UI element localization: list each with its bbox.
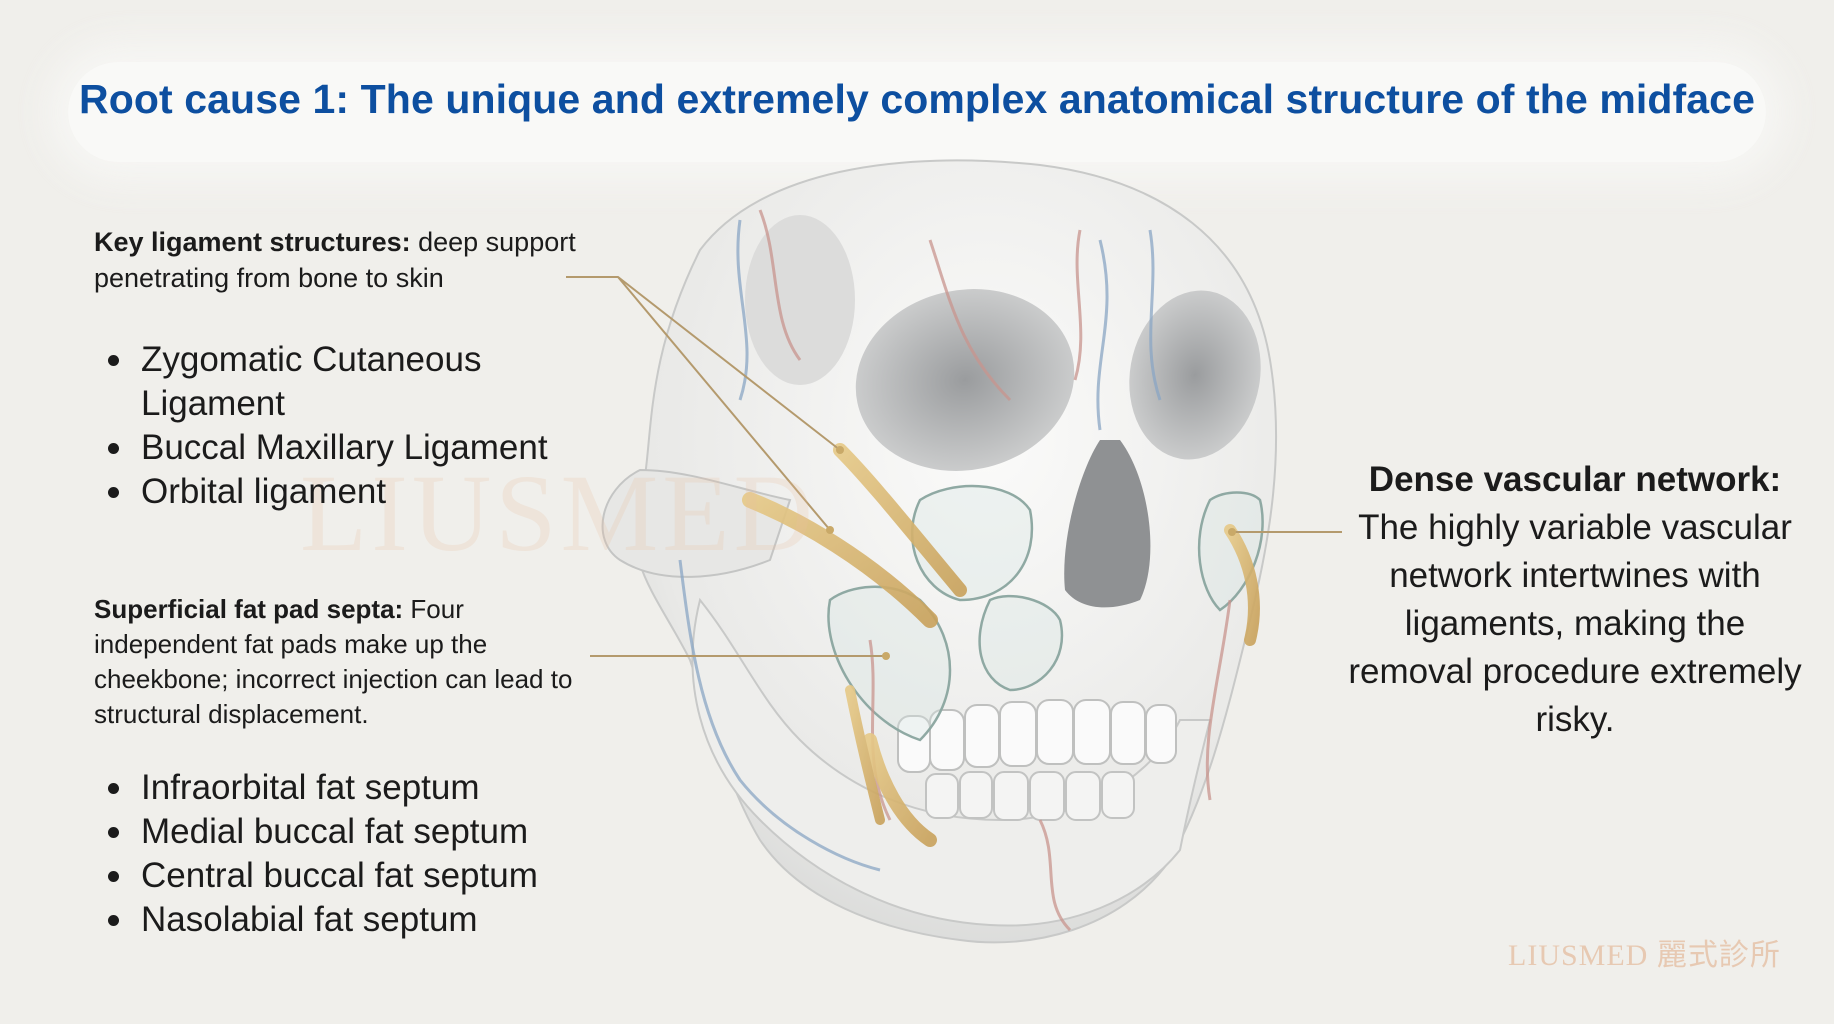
ligament-heading: Key ligament structures: bbox=[94, 227, 411, 257]
list-item: Nasolabial fat septum bbox=[94, 898, 614, 942]
fat-pad-description: Superficial fat pad septa: Four independ… bbox=[94, 592, 614, 732]
list-item: Infraorbital fat septum bbox=[94, 766, 614, 810]
list-item: Central buccal fat septum bbox=[94, 854, 614, 898]
list-item: Buccal Maxillary Ligament bbox=[94, 426, 614, 470]
list-item: Medial buccal fat septum bbox=[94, 810, 614, 854]
vascular-description: Dense vascular network: The highly varia… bbox=[1340, 456, 1810, 744]
vascular-heading: Dense vascular network: bbox=[1340, 456, 1810, 504]
list-item: Orbital ligament bbox=[94, 470, 614, 514]
list-item: Zygomatic Cutaneous Ligament bbox=[94, 338, 614, 426]
watermark-logo: LIUSMED 麗式診所 bbox=[1508, 930, 1781, 974]
fat-pad-heading: Superficial fat pad septa: bbox=[94, 594, 403, 624]
lower-teeth bbox=[926, 772, 1134, 820]
fat-pad-list: Infraorbital fat septum Medial buccal fa… bbox=[94, 766, 614, 942]
ligament-list: Zygomatic Cutaneous Ligament Buccal Maxi… bbox=[94, 338, 614, 514]
ligament-description: Key ligament structures: deep support pe… bbox=[94, 224, 614, 296]
vascular-text: The highly variable vascular network int… bbox=[1348, 508, 1801, 739]
